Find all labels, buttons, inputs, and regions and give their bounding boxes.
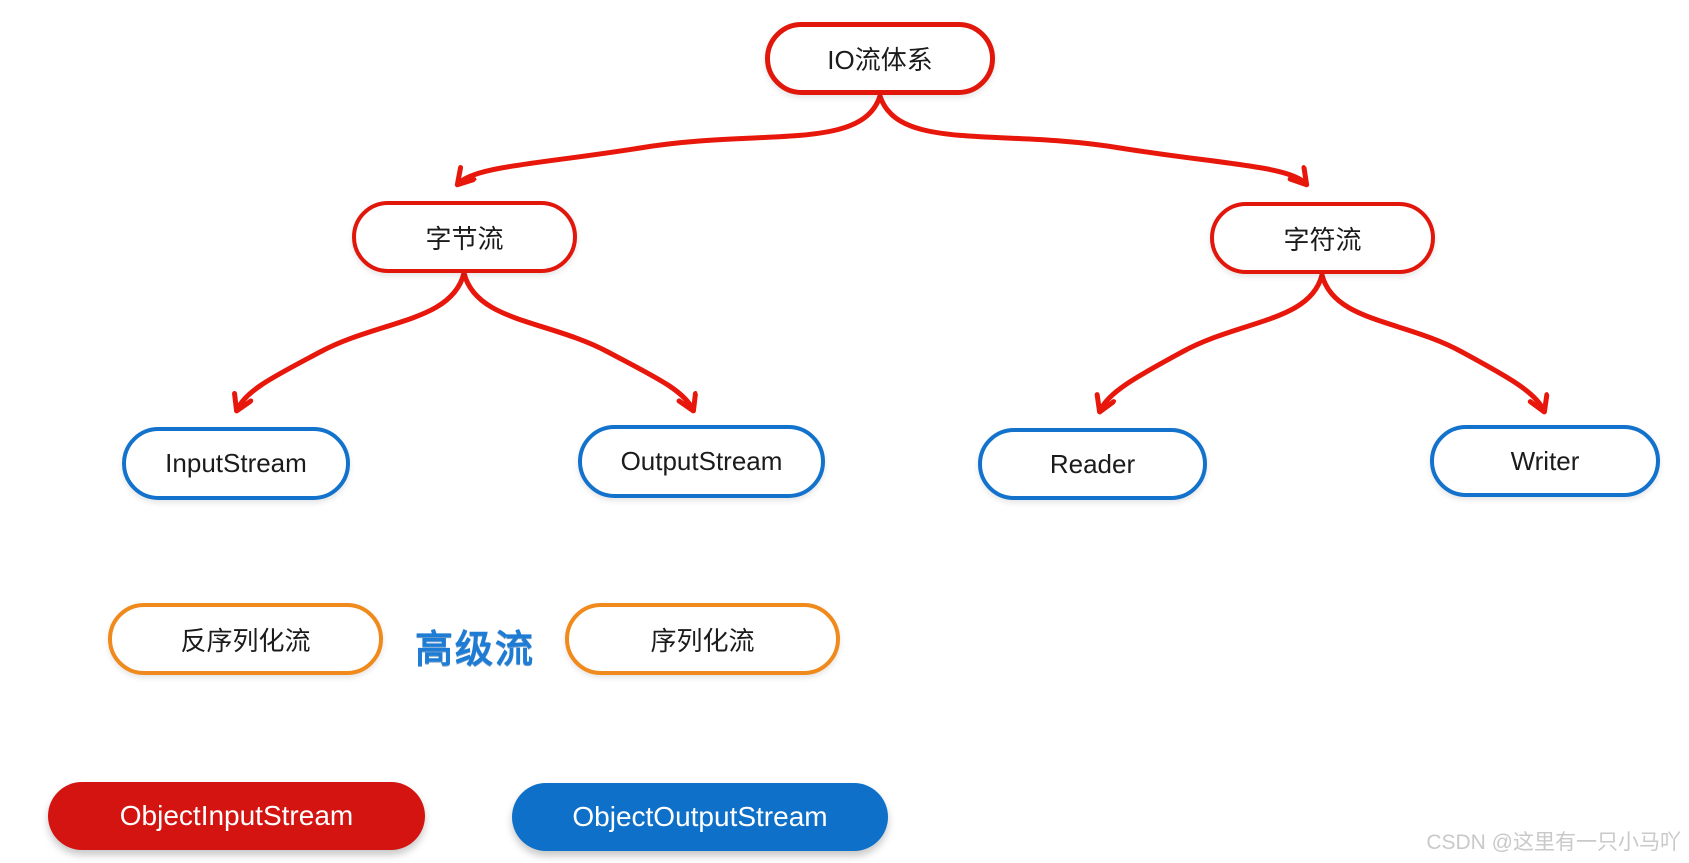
node-char-stream: 字符流 [1210,202,1435,274]
node-label: 字节流 [425,223,504,254]
node-label: InputStream [165,448,307,478]
edge-char-to-writer [1319,272,1544,411]
node-io-stream-system: IO流体系 [765,22,995,95]
node-label: 字符流 [1283,224,1362,255]
node-reader: Reader [978,428,1207,500]
edge-byte-to-outputstream [461,270,693,410]
node-label: IO流体系 [827,45,933,75]
node-label: 序列化流 [650,625,755,656]
node-writer: Writer [1430,425,1660,497]
node-objectinputstream: ObjectInputStream [48,782,425,850]
node-label: ObjectInputStream [119,800,354,831]
node-serialization-stream: 序列化流 [565,603,840,675]
node-deserialization-stream: 反序列化流 [108,603,383,675]
node-label: ObjectOutputStream [572,801,828,832]
edge-io-to-char [877,93,1306,184]
node-outputstream: OutputStream [578,425,825,498]
node-inputstream: InputStream [122,427,350,500]
node-label: 反序列化流 [180,625,311,656]
edge-byte-to-inputstream [237,270,467,410]
node-objectoutputstream: ObjectOutputStream [512,783,888,851]
advanced-stream-label: 高级流 [415,629,536,671]
node-label: Writer [1510,445,1580,476]
csdn-watermark: CSDN @这里有一只小马吖 [1426,831,1681,854]
node-label: OutputStream [620,446,783,476]
edge-io-to-byte [458,93,883,184]
node-byte-stream: 字节流 [352,201,577,273]
edge-char-to-reader [1100,272,1325,411]
node-label: Reader [1049,448,1136,479]
